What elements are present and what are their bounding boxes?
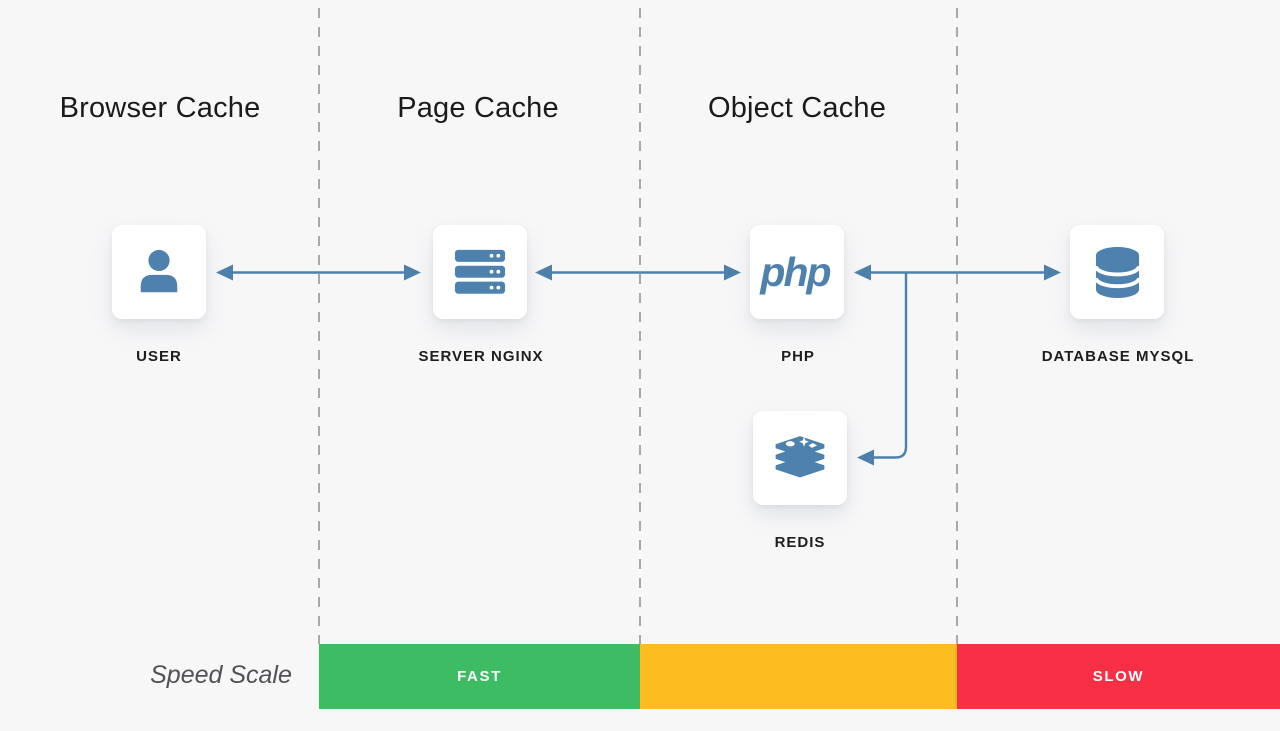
speed-scale-bar: FAST SLOW [319, 644, 1280, 709]
speed-scale-title: Speed Scale [150, 661, 292, 689]
node-user [112, 225, 206, 319]
database-icon [1093, 246, 1141, 299]
node-label-server-nginx: SERVER NGINX [418, 348, 544, 365]
php-logo: php [760, 248, 831, 295]
speed-scale-segment-slow: SLOW [957, 644, 1280, 709]
arrow-branch-to-redis [857, 272, 908, 466]
arrow-server-php [535, 264, 741, 281]
column-heading-object-cache: Object Cache [707, 92, 887, 124]
server-icon [453, 248, 507, 296]
redis-icon [774, 435, 826, 481]
node-label-database-mysql: DATABASE MYSQL [1041, 348, 1195, 365]
dashed-separator-1 [318, 8, 320, 644]
dashed-separator-2 [639, 8, 641, 644]
node-php: php [750, 225, 844, 319]
column-heading-page-cache: Page Cache [397, 92, 559, 124]
node-database-mysql [1070, 225, 1164, 319]
speed-scale-segment-fast: FAST [319, 644, 640, 709]
speed-scale-segment-medium [640, 644, 957, 709]
column-heading-browser-cache: Browser Cache [59, 92, 261, 124]
node-redis [753, 411, 847, 505]
user-icon [134, 247, 184, 297]
node-label-php: PHP [781, 348, 815, 365]
node-label-user: USER [136, 348, 182, 365]
dashed-separator-3 [956, 8, 958, 644]
node-label-redis: REDIS [774, 534, 826, 551]
node-server-nginx [433, 225, 527, 319]
